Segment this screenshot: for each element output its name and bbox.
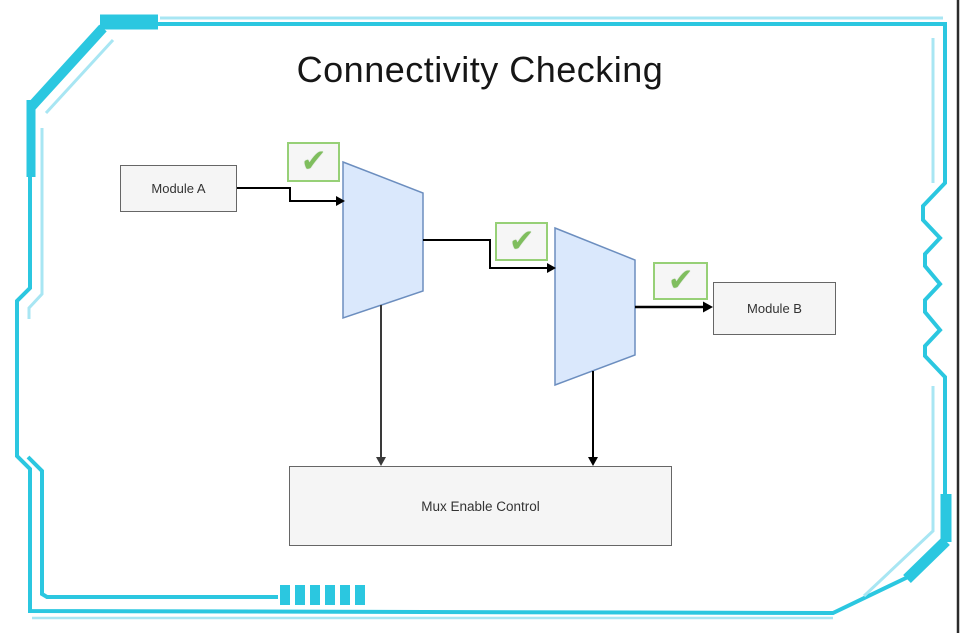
edge-mux1-control-arrowhead: [376, 457, 386, 466]
hud-frame: [15, 0, 960, 633]
frame-left-bottom-outline: [15, 170, 909, 616]
frame-left-inner-line: [27, 128, 44, 319]
node-module-a: Module A: [120, 165, 237, 212]
green-checkmark-icon: ✔: [508, 223, 535, 259]
frame-dash-blocks: [280, 585, 365, 605]
frame-inner-bottom-line: [26, 455, 278, 599]
frame-right-light-bottom: [862, 386, 935, 598]
page-title: Connectivity Checking: [296, 49, 664, 90]
node-module-b-label: Module B: [747, 301, 802, 316]
checkmark-box-2: ✔: [495, 222, 548, 261]
frame-bottomright-thick-diagonal: [903, 537, 950, 583]
green-checkmark-icon: ✔: [300, 144, 327, 179]
mux1-trapezoid: [342, 160, 424, 320]
node-mux-enable-control-label: Mux Enable Control: [421, 498, 540, 514]
checkmark-box-1: ✔: [287, 142, 340, 182]
edge-mux1-arrowhead: [547, 263, 556, 273]
edge-mux2-control-arrowhead: [588, 457, 598, 466]
connectors: [237, 187, 713, 466]
edge-moduleA-arrowhead: [336, 196, 345, 206]
frame-top-right-zigzag: [150, 22, 947, 494]
edge-mux1-to-mux2: [423, 239, 548, 269]
node-module-a-label: Module A: [151, 181, 206, 196]
frame-topleft-inner-diagonal: [44, 38, 115, 115]
frame-topleft-diagonal: [27, 24, 107, 111]
mux2-trapezoid: [554, 226, 636, 387]
edge-moduleA-to-mux1: [237, 187, 337, 202]
node-mux-enable-control: Mux Enable Control: [289, 466, 672, 546]
edge-mux2-arrowhead: [703, 301, 713, 313]
node-module-b: Module B: [713, 282, 836, 335]
green-checkmark-icon: ✔: [667, 263, 694, 298]
checkmark-box-3: ✔: [653, 262, 708, 300]
